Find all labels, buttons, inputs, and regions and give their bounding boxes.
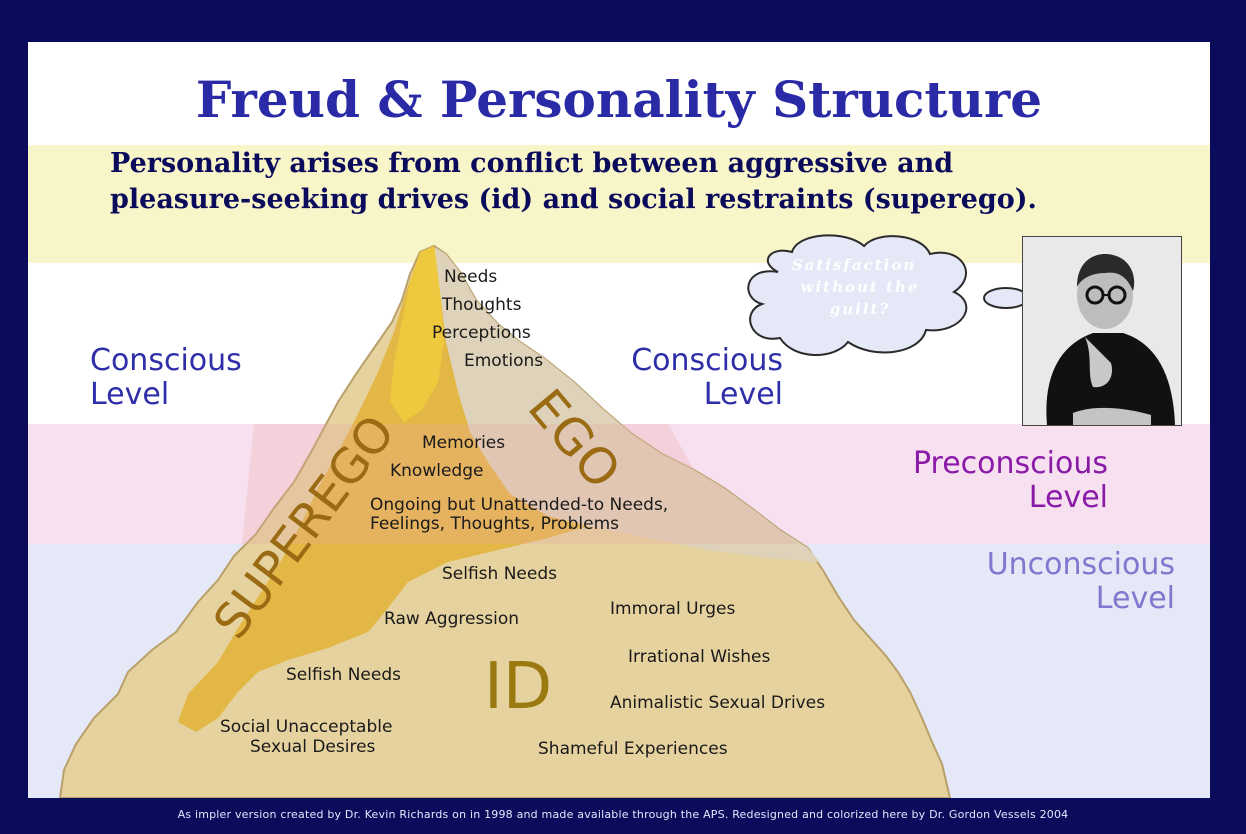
- conscious-item: Perceptions: [432, 323, 531, 343]
- level-word: Conscious: [631, 343, 783, 378]
- footer-credit: As impler version created by Dr. Kevin R…: [177, 808, 1069, 821]
- peak-highlight: [390, 246, 444, 422]
- thought-line: guilt?: [830, 300, 891, 318]
- level-word: Level: [90, 377, 170, 412]
- level-word: Level: [703, 377, 783, 412]
- unconscious-item: Selfish Needs: [442, 564, 557, 584]
- portrait-photo: [1022, 236, 1182, 426]
- level-word: Level: [1028, 480, 1108, 515]
- preconscious-item: Ongoing but Unattended-to Needs,: [370, 495, 668, 515]
- level-word: Unconscious: [986, 547, 1175, 582]
- preconscious-overlay: [242, 424, 798, 544]
- unconscious-item: Animalistic Sexual Drives: [610, 693, 825, 713]
- preconscious-item: Feelings, Thoughts, Problems: [370, 514, 619, 534]
- slide-panel: Freud & Personality Structure Personalit…: [28, 42, 1210, 798]
- level-word: Preconscious: [912, 446, 1108, 481]
- conscious-level-left: Conscious Level: [90, 344, 242, 412]
- conscious-item: Thoughts: [441, 295, 522, 315]
- iceberg-diagram: SUPEREGO EGO ID Needs Thoughts Perceptio…: [58, 234, 1061, 798]
- unconscious-item: Sexual Desires: [250, 737, 376, 757]
- unconscious-item: Raw Aggression: [384, 609, 519, 629]
- id-label: ID: [484, 650, 552, 724]
- preconscious-item: Memories: [422, 433, 505, 453]
- subtitle: Personality arises from conflict between…: [110, 148, 1037, 215]
- unconscious-item: Selfish Needs: [286, 665, 401, 685]
- level-word: Level: [1095, 581, 1175, 616]
- unconscious-item: Immoral Urges: [610, 599, 735, 619]
- portrait-photo-icon: [1023, 237, 1181, 425]
- subtitle-band: [28, 145, 1210, 263]
- unconscious-item: Social Unacceptable: [220, 717, 392, 737]
- level-word: Conscious: [90, 343, 242, 378]
- superego-region: [178, 246, 588, 732]
- page-title: Freud & Personality Structure: [195, 70, 1043, 129]
- unconscious-item: Shameful Experiences: [538, 739, 728, 759]
- thought-line: without the: [801, 278, 920, 296]
- conscious-item: Needs: [444, 267, 497, 287]
- thought-bubble: Satisfaction without the guilt?: [747, 234, 1061, 356]
- preconscious-item: Knowledge: [390, 461, 483, 481]
- unconscious-level: Unconscious Level: [923, 548, 1175, 616]
- conscious-item: Emotions: [464, 351, 543, 371]
- thought-line: Satisfaction: [792, 256, 916, 274]
- unconscious-item: Irrational Wishes: [628, 647, 770, 667]
- preconscious-level: Preconscious Level: [833, 447, 1108, 515]
- conscious-level-right: Conscious Level: [588, 344, 783, 412]
- ego-region: [436, 248, 820, 562]
